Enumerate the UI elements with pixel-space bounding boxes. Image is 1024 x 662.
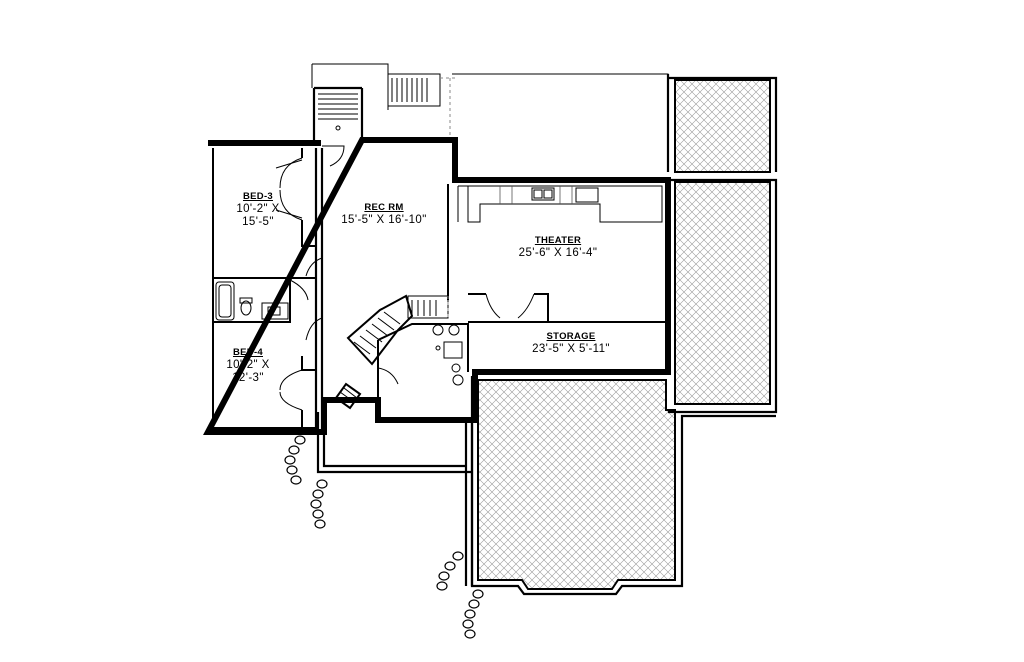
- exterior-wall-right: [668, 178, 778, 414]
- hatched-slab-right: [674, 181, 771, 405]
- hall-wall: [314, 148, 324, 430]
- bath-walls: [212, 278, 291, 323]
- theater-storage-wall: [468, 293, 668, 323]
- bed3-name: BED-3: [242, 191, 273, 202]
- exterior-stair: [387, 73, 455, 140]
- window-well-stair: [312, 86, 364, 140]
- theater-name: THEATER: [534, 235, 582, 246]
- rec-room-name: REC RM: [364, 202, 404, 213]
- bathroom-fixtures: [215, 279, 309, 321]
- mechanical-room: [377, 323, 469, 400]
- lower-porch: [316, 412, 474, 474]
- theater-dimension: 25'-6" X 16'-4": [518, 247, 598, 259]
- landing-stair: [334, 382, 362, 410]
- storage-label: STORAGE 23'-5" X 5'-11": [506, 330, 636, 356]
- bed4-dimension-line1: 10'-2" X: [226, 359, 270, 371]
- bed3-closet-doors: [275, 157, 303, 221]
- bed4-closet-doors: [279, 369, 303, 411]
- slab-outline: [470, 376, 776, 596]
- bed4-label: BED-4 10'-2" X 12'-3": [212, 346, 284, 385]
- bed4-name: BED-4: [232, 347, 263, 358]
- rec-room-dimension: 15'-5" X 16'-10": [341, 214, 427, 226]
- bed4-dimension-line2: 12'-3": [232, 372, 264, 384]
- rec-room-doors: [305, 145, 345, 341]
- theater-doors: [485, 293, 535, 319]
- hatched-slab-bottom: [477, 379, 676, 590]
- storage-dimension: 23'-5" X 5'-11": [532, 343, 610, 355]
- interior-stair: [346, 294, 449, 366]
- storage-name: STORAGE: [546, 331, 596, 342]
- bed3-dimension-line2: 15'-5": [242, 216, 274, 228]
- patio-outline: [452, 73, 669, 172]
- wet-bar: [447, 184, 663, 300]
- landscape-rocks: [284, 435, 484, 639]
- hatched-slab-upper-right: [674, 79, 771, 173]
- deck-outline: [666, 74, 778, 172]
- bed3-dimension-line1: 10'-2" X: [236, 203, 280, 215]
- bed3-label: BED-3 10'-2" X 15'-5": [216, 190, 300, 229]
- theater-label: THEATER 25'-6" X 16'-4": [496, 234, 620, 260]
- rec-room-label: REC RM 15'-5" X 16'-10": [326, 201, 442, 227]
